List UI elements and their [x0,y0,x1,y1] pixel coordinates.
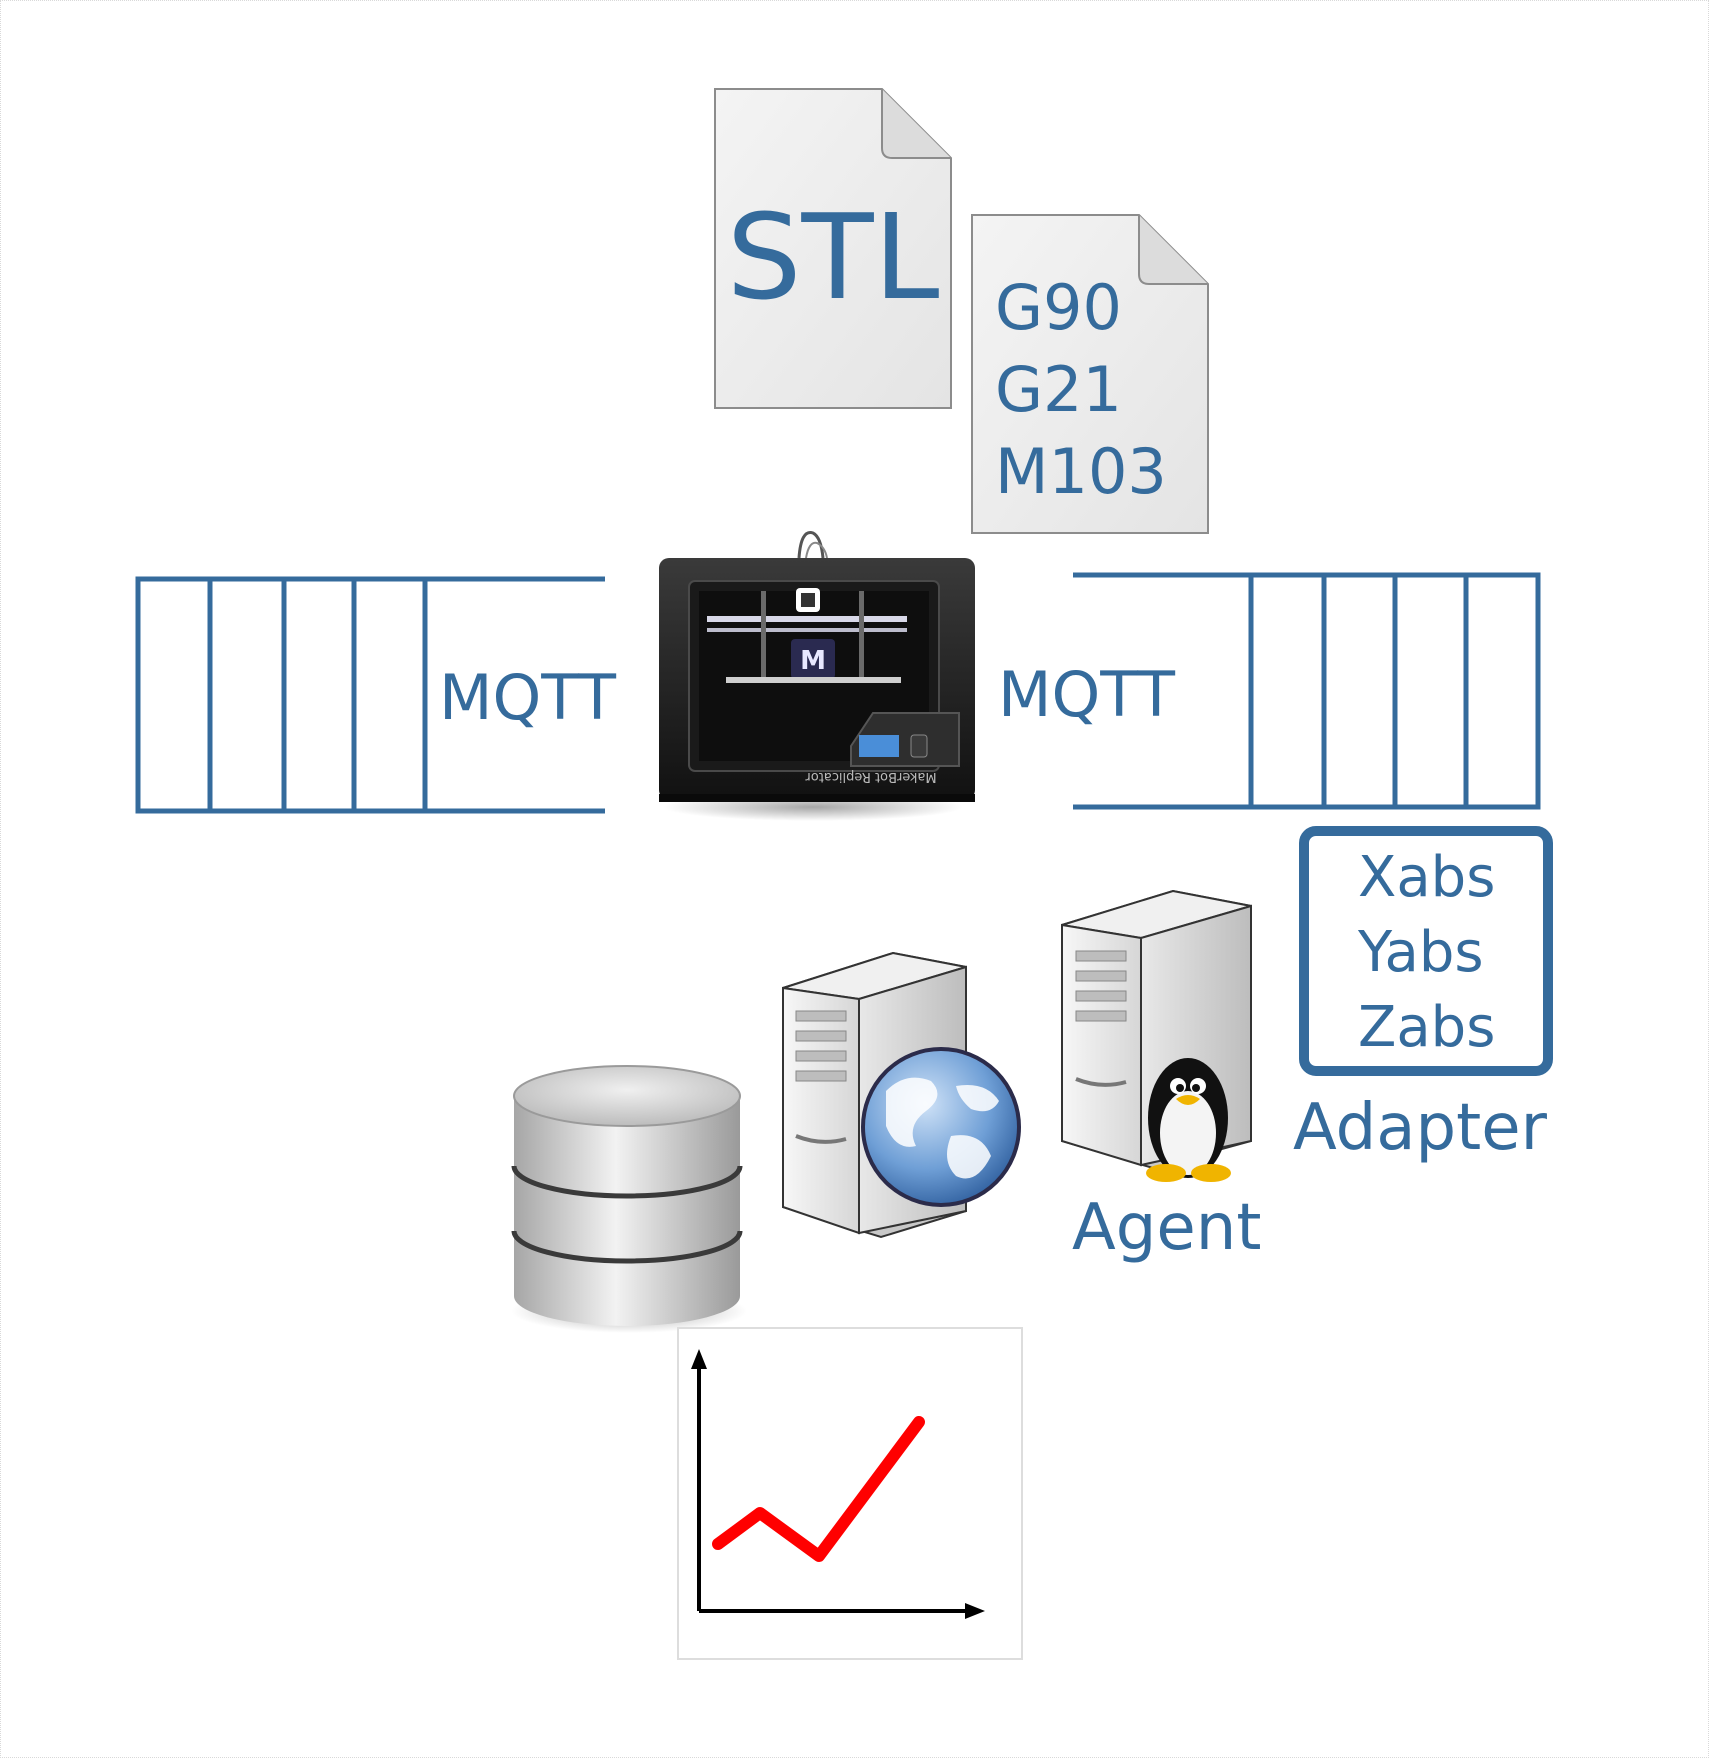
agent-label: Agent [1072,1191,1261,1265]
stl-label: STL [727,188,940,326]
globe-icon [861,1047,1021,1207]
mqtt-queue-right [1073,572,1541,810]
database-icon [511,1065,747,1333]
printer-brand-text: MakerBot Replicator [805,769,937,784]
stl-file-icon: STL [714,88,952,409]
adapter-item-xabs: Xabs [1358,845,1495,910]
gcode-line-1: G90 [995,271,1122,344]
adapter-item-yabs: Yabs [1357,920,1484,985]
mqtt-label-right: MQTT [998,658,1176,731]
mqtt-queue-left [135,576,605,814]
adapter-item-zabs: Zabs [1358,995,1495,1060]
adapter-label: Adapter [1293,1091,1548,1165]
line-chart-icon [677,1327,1023,1660]
tux-penguin-icon [1146,1058,1231,1182]
3d-printer-icon: M MakerBot Replicator [659,531,975,821]
gcode-file-icon: G90 G21 M103 [971,214,1209,534]
adapter-box [1299,826,1553,1076]
gcode-line-3: M103 [995,435,1167,508]
mqtt-label-left: MQTT [439,661,617,734]
svg-text:M: M [800,646,826,676]
gcode-line-2: G21 [995,353,1122,426]
